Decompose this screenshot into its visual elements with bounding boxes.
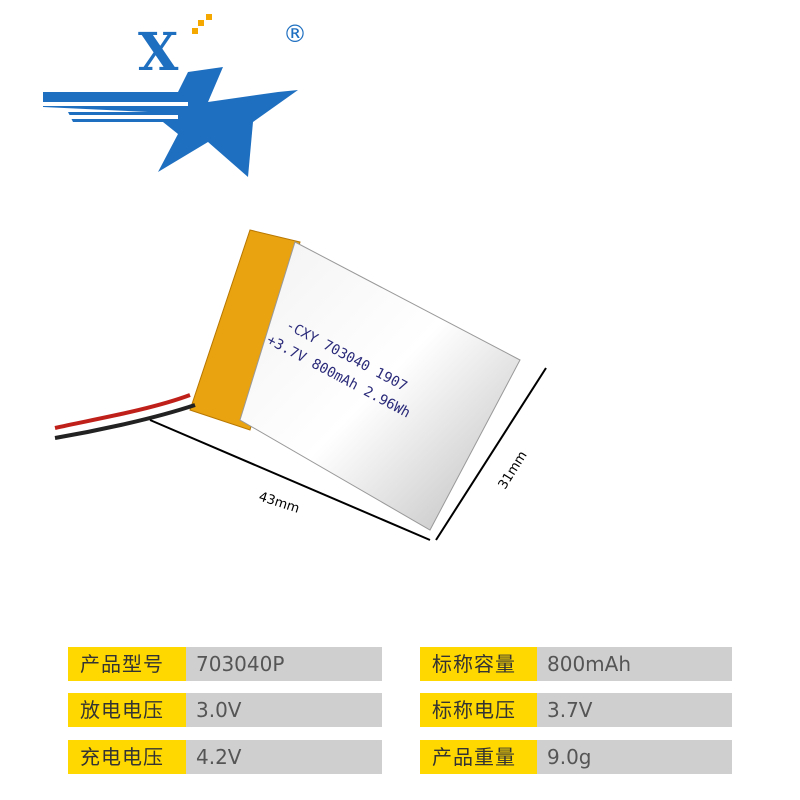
length-dimension-line (149, 419, 431, 541)
width-dimension-label: 31mm (496, 449, 531, 492)
width-dimension-line (435, 367, 547, 541)
battery-wire-black (54, 403, 196, 440)
spec-label: 充电电压 (68, 740, 186, 774)
length-dimension-label: 43mm (257, 490, 301, 517)
spec-label: 标称容量 (420, 647, 537, 681)
spec-value: 4.2V (186, 740, 382, 774)
spec-label: 产品重量 (420, 740, 537, 774)
battery-body (239, 241, 521, 531)
spec-value: 3.7V (537, 693, 732, 727)
spec-label: 放电电压 (68, 693, 186, 727)
spec-label: 产品型号 (68, 647, 186, 681)
battery-pcm-tape (189, 229, 301, 431)
brand-logo: X ® (38, 14, 307, 177)
spec-value: 9.0g (537, 740, 732, 774)
spec-value: 3.0V (186, 693, 382, 727)
battery-image: -CXY 703040 1907 +3.7V 800mAh 2.96Wh 43m… (54, 229, 547, 541)
spec-value: 703040P (186, 647, 382, 681)
battery-wire-red (54, 393, 191, 430)
spec-label: 标称电压 (420, 693, 537, 727)
logo-letter: X (138, 22, 179, 83)
registered-mark: ® (283, 20, 307, 48)
spec-value: 800mAh (537, 647, 732, 681)
